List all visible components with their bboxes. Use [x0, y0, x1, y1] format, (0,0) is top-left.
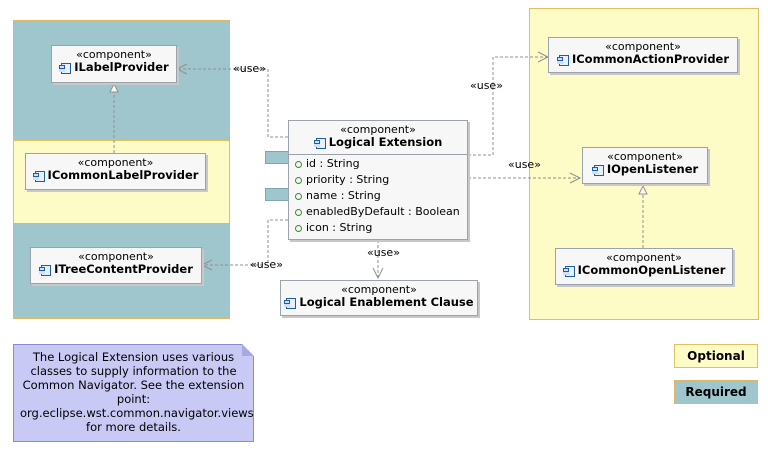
use-label-label-provider: «use» [233, 62, 266, 75]
note-line: for more details. [86, 420, 181, 434]
component-name: IOpenListener [606, 162, 699, 176]
component-logical-extension[interactable]: «component» Logical Extension id : Strin… [288, 120, 468, 240]
attribute-text: id : String [306, 157, 360, 170]
attribute-item: name : String [295, 188, 467, 204]
diagram-note: The Logical Extension uses various class… [13, 344, 254, 442]
legend-optional: Optional [674, 344, 758, 368]
component-iopenlistener[interactable]: «component» IOpenListener [582, 147, 708, 184]
stereotype-label: «component» [341, 283, 417, 296]
attribute-icon [295, 208, 302, 216]
component-icommonopenlistener[interactable]: «component» ICommonOpenListener [555, 248, 733, 285]
use-label-open-listener: «use» [508, 158, 541, 171]
component-icommonlabelprovider[interactable]: «component» ICommonLabelProvider [25, 153, 206, 190]
note-line: org.eclipse.wst.common.navigator.views [20, 406, 254, 420]
component-icon [562, 265, 575, 277]
component-name: ITreeContentProvider [54, 262, 193, 276]
component-icon [32, 170, 45, 182]
note-line: Common Navigator. See the extension [22, 378, 245, 392]
stereotype-label: «component» [78, 250, 154, 263]
use-label-enablement-clause: «use» [367, 246, 400, 259]
attribute-item: enabledByDefault : Boolean [295, 204, 467, 220]
component-icon [591, 164, 604, 176]
component-name: ICommonActionProvider [571, 52, 730, 66]
legend-required: Required [674, 380, 758, 404]
component-name: Logical Extension [328, 135, 443, 149]
stereotype-label: «component» [76, 48, 152, 61]
component-logical-enablement-clause[interactable]: «component» Logical Enablement Clause [280, 280, 478, 316]
stereotype-label: «component» [605, 40, 681, 53]
attribute-icon [295, 192, 302, 200]
use-label-action-provider: «use» [470, 79, 503, 92]
stereotype-label: «component» [77, 156, 154, 169]
attribute-text: name : String [306, 189, 381, 202]
component-icon [39, 264, 52, 276]
component-icommonactionprovider[interactable]: «component» ICommonActionProvider [548, 37, 738, 73]
stereotype-label: «component» [340, 123, 416, 136]
component-icon [556, 54, 569, 66]
component-itreecontentprovider[interactable]: «component» ITreeContentProvider [30, 247, 202, 284]
component-name: ILabelProvider [74, 60, 169, 74]
note-line: point: [116, 392, 151, 406]
attribute-icon [295, 176, 302, 184]
attribute-list: id : String priority : String name : Str… [289, 154, 467, 236]
note-line: The Logical Extension uses various [32, 350, 235, 364]
attribute-icon [295, 224, 302, 232]
component-ilabelprovider[interactable]: «component» ILabelProvider [51, 45, 177, 83]
note-line: classes to supply information to the [30, 364, 237, 378]
stereotype-label: «component» [606, 251, 682, 264]
attribute-item: id : String [295, 156, 467, 172]
attribute-item: priority : String [295, 172, 467, 188]
component-name: ICommonLabelProvider [47, 168, 199, 182]
attribute-text: icon : String [306, 221, 373, 234]
component-icon [284, 297, 297, 309]
component-icon [313, 137, 326, 149]
component-name: ICommonOpenListener [577, 263, 726, 277]
component-name: Logical Enablement Clause [299, 295, 474, 309]
attribute-text: enabledByDefault : Boolean [306, 205, 460, 218]
attribute-icon [295, 160, 302, 168]
component-icon [59, 62, 72, 74]
attribute-text: priority : String [306, 173, 390, 186]
use-label-tree-content-provider: «use» [250, 258, 283, 271]
stereotype-label: «component» [607, 150, 683, 163]
attribute-item: icon : String [295, 220, 467, 236]
